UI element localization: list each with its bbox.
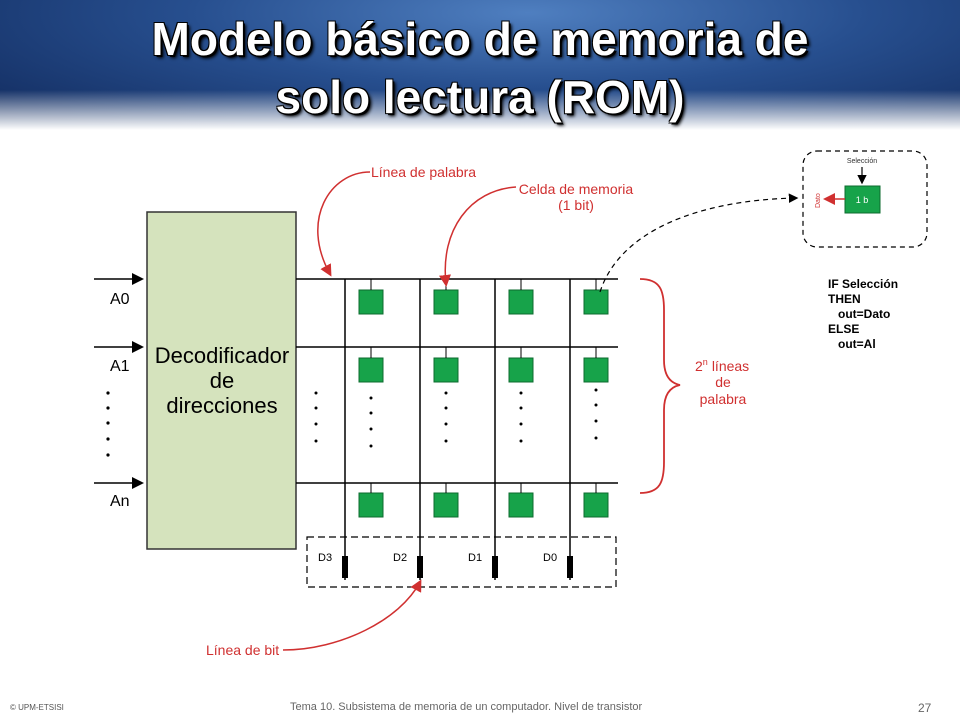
slide-title-line2: solo lectura (ROM) [275, 71, 685, 123]
cell-r2-c0 [358, 492, 384, 518]
pseudocode-line-2: THEN [828, 292, 861, 306]
detail-data-label: Dato [815, 193, 822, 208]
cell-r0-c2 [508, 289, 534, 315]
address-inputs [94, 273, 144, 489]
output-region [306, 536, 617, 588]
cell-r1-c2 [508, 357, 534, 383]
input-a1: A1 [110, 358, 130, 375]
word-lines-label-3: palabra [700, 391, 747, 407]
cell-r0-c1 [433, 289, 459, 315]
cell-r1-c1 [433, 357, 459, 383]
output-d3: D3 [318, 552, 332, 564]
cell-r0-c0 [358, 289, 384, 315]
word-lines [296, 278, 618, 484]
decoder-block [146, 211, 297, 550]
decoder-label-1: Decodificador [155, 343, 290, 368]
pseudocode-line-3: out=Dato [828, 307, 891, 321]
bit-line-label: Línea de bit [206, 642, 279, 658]
slide-title-line1: Modelo básico de memoria de [151, 13, 809, 65]
cell-r2-c1 [433, 492, 459, 518]
bit-lines [344, 279, 571, 580]
detail-connector [599, 193, 799, 293]
bit-line-pointer [282, 579, 422, 651]
cell-r0-c3 [583, 289, 609, 315]
cell-r2-c3 [583, 492, 609, 518]
footer-copyright: © UPM-ETSISI [10, 703, 64, 712]
decoder-label-2: de [210, 368, 234, 393]
memory-cell-label-1: Celda de memoria [519, 181, 634, 197]
memory-cell-label-2: (1 bit) [558, 197, 594, 213]
output-drivers [342, 556, 573, 578]
detail-select-label: Selección [847, 158, 877, 165]
input-ellipsis [106, 391, 110, 457]
pseudocode-line-5: out=Al [828, 337, 876, 351]
footer-page-number: 27 [918, 701, 932, 715]
title-banner [0, 0, 960, 130]
cell-detail-box [802, 150, 928, 248]
memory-cells [358, 289, 609, 518]
output-d2: D2 [393, 552, 407, 564]
word-lines-brace [639, 278, 681, 494]
memory-cell-pointer [439, 186, 517, 287]
footer-subtitle: Tema 10. Subsistema de memoria de un com… [290, 701, 643, 713]
cell-connectors [370, 279, 597, 493]
output-d0: D0 [543, 552, 557, 564]
decoder-label-3: direcciones [166, 393, 277, 418]
pseudocode-line-4: ELSE [828, 322, 860, 336]
detail-cell-label: 1 b [856, 195, 869, 205]
grid-ellipsis [314, 388, 598, 448]
word-line-label: Línea de palabra [371, 164, 476, 180]
output-d1: D1 [468, 552, 482, 564]
cell-r1-c3 [583, 357, 609, 383]
input-an: An [110, 493, 130, 510]
word-lines-label-2: de [715, 374, 731, 390]
input-a0: A0 [110, 291, 130, 308]
cell-r1-c0 [358, 357, 384, 383]
pseudocode-line-1: IF Selección [828, 277, 899, 291]
word-line-pointer [317, 171, 371, 277]
cell-r2-c2 [508, 492, 534, 518]
